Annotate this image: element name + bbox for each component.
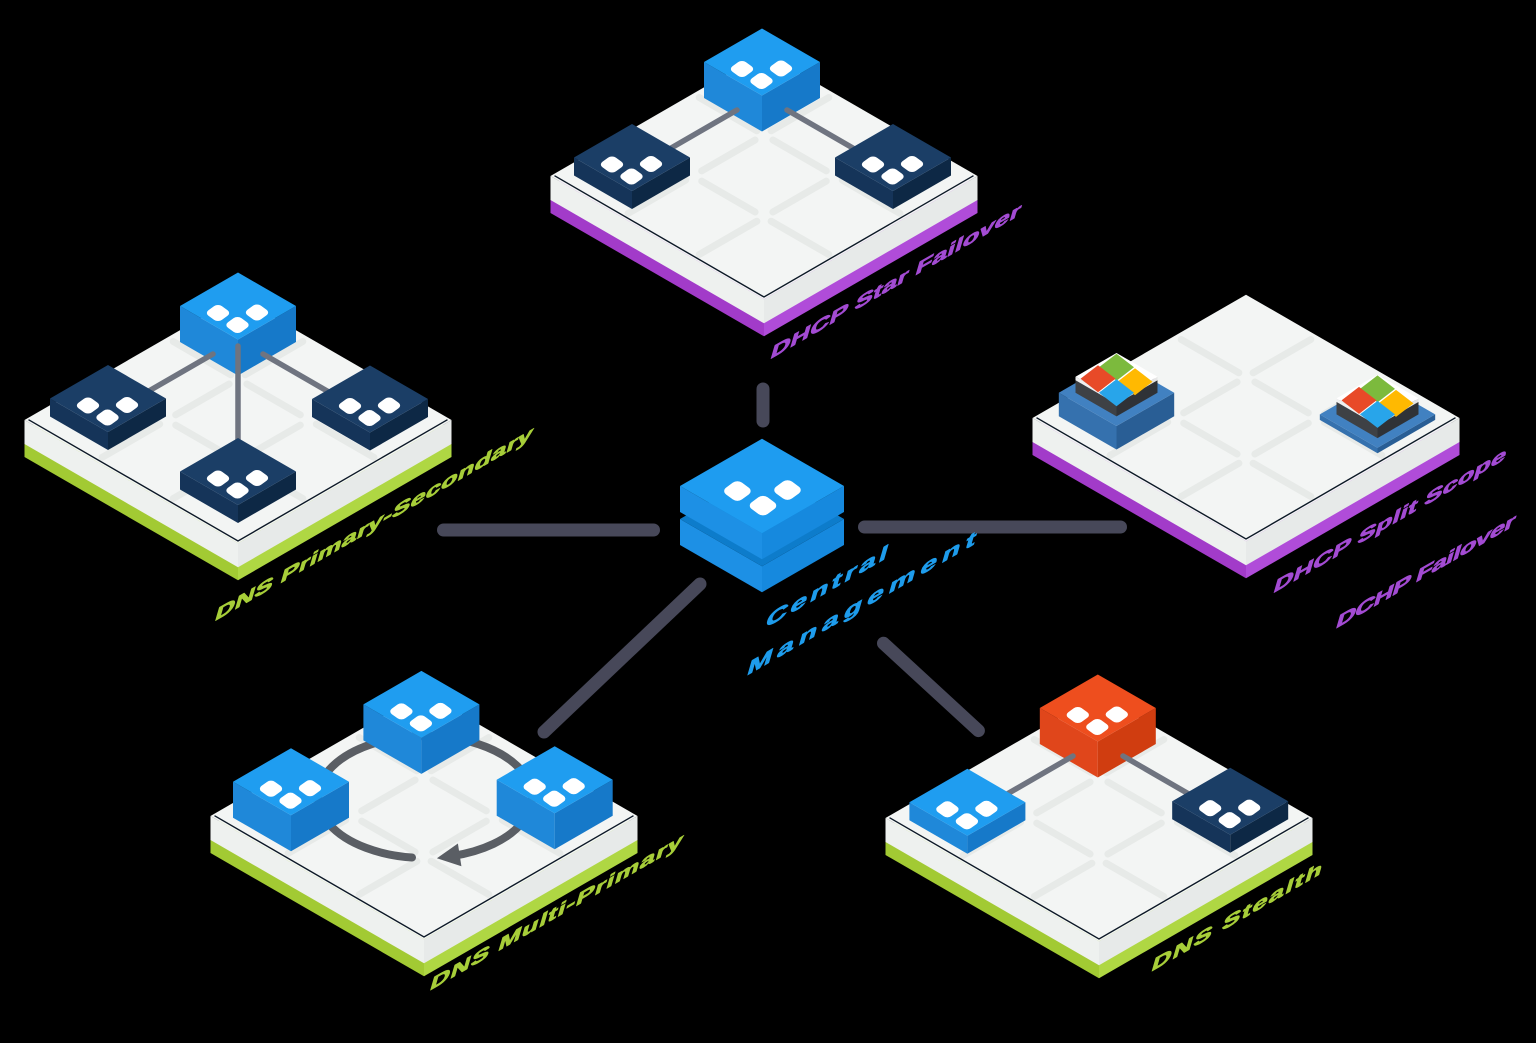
platform-edge-outline	[28, 419, 448, 542]
central-stack-upper	[680, 438, 844, 560]
primary-server-cube-icon	[704, 28, 820, 132]
platform-base-dns-mp	[210, 692, 638, 977]
secondary-server-box-icon	[1172, 767, 1289, 853]
platform-slab	[885, 694, 1313, 966]
platform-edge-outline	[214, 815, 634, 938]
primary-server-cube-icon	[496, 746, 613, 850]
platform-edge-outline	[1036, 417, 1456, 540]
platform-edge-outline	[554, 175, 974, 298]
server-dots-icon	[861, 155, 924, 185]
ms-tile-blue	[1099, 379, 1134, 407]
hub-link-bottom-right	[877, 636, 985, 738]
platform-dhcp-split-scope: DHCP Split Scope DCHP Failover	[1032, 294, 1519, 634]
primary-server-cube-icon	[363, 670, 480, 774]
ms-server-stack-icon	[1058, 353, 1175, 450]
platform-dns-stealth: DNS Stealth	[885, 674, 1326, 979]
server-dots-icon	[600, 155, 663, 185]
primary-server-box-icon	[909, 768, 1026, 854]
hub-connectors	[437, 382, 1127, 739]
server-dots-icon	[1199, 799, 1261, 829]
primary-server-cube-icon	[180, 272, 296, 376]
stealth-server-cube-icon	[1039, 674, 1156, 778]
secondary-server-box-icon	[574, 124, 690, 209]
secondary-server-box-icon	[50, 365, 166, 450]
platform-dns-multi-primary: DNS Multi-Primary	[210, 670, 687, 996]
server-dots-icon	[936, 800, 998, 830]
rotation-arrowhead-icon	[436, 843, 462, 867]
microsoft-logo-icon	[1080, 353, 1153, 407]
server-dots-icon	[76, 396, 139, 426]
platform-dhcp-star-failover: DHCP Star Failover	[550, 28, 1025, 364]
secondary-server-box-icon	[312, 365, 428, 451]
server-dots-icon	[523, 778, 585, 807]
secondary-server-box-icon	[180, 438, 296, 523]
microsoft-logo-icon	[1341, 375, 1414, 428]
platform-base-dhcp-star	[550, 52, 978, 337]
platform-edge-outline	[889, 817, 1309, 940]
platform-slab	[210, 692, 638, 964]
server-dots-icon	[206, 304, 269, 334]
server-dots-icon	[730, 60, 793, 90]
secondary-server-box-icon	[835, 124, 951, 209]
server-dots-icon	[1066, 706, 1128, 736]
server-dots-icon	[724, 480, 801, 516]
ms-server-stack-icon	[1319, 374, 1436, 454]
platform-slab	[550, 52, 978, 324]
primary-server-cube-icon	[233, 748, 349, 852]
server-dots-icon	[206, 469, 269, 499]
platform-slab	[1032, 294, 1460, 566]
server-dots-icon	[338, 397, 401, 427]
hub-link-bottom-left	[537, 577, 707, 739]
ms-tile-red	[1341, 386, 1377, 414]
server-dots-icon	[390, 702, 452, 732]
server-dots-icon	[259, 780, 322, 809]
ms-tile-blue	[1360, 400, 1395, 428]
ms-tile-red	[1080, 365, 1116, 393]
